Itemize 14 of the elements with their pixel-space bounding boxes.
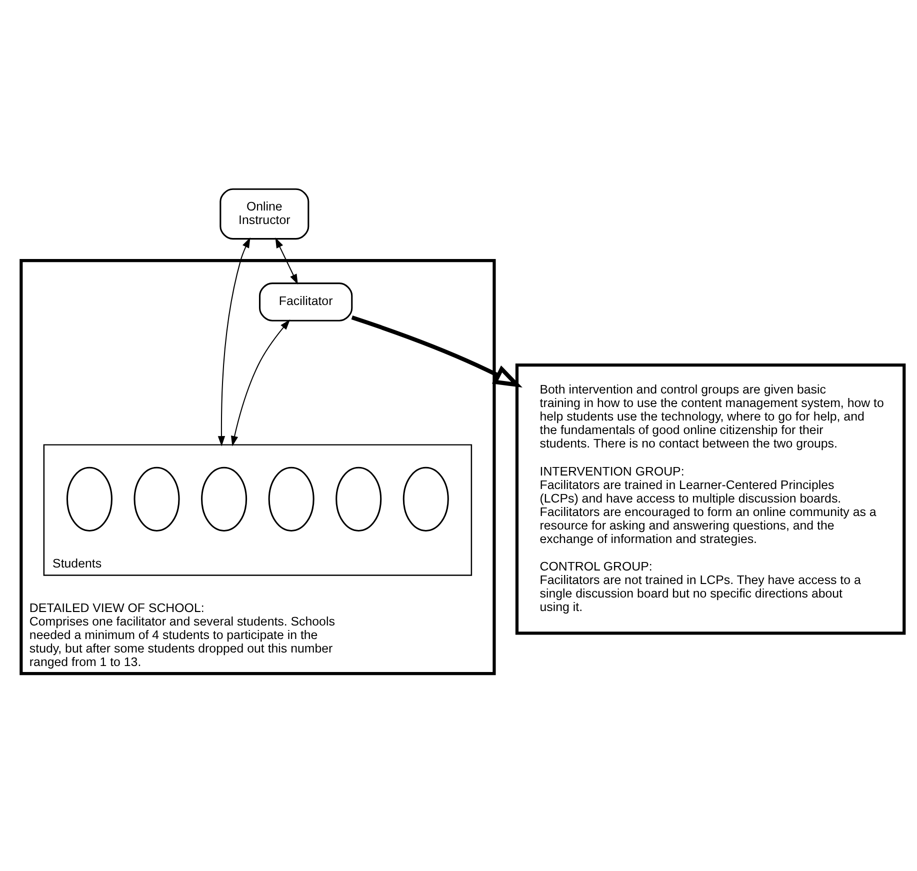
node-box: Facilitator — [258, 282, 353, 322]
node-box: Both intervention and control groups are given basic training in how to use the content management system, how to help students use the technology, where to go for help, and the fundamentals of good online citizenship for their students. There is no contact between the two groups. INTERVENTION GROUP: Facilitators are trained in Learner-Centered Principles (LCPs) and have access to multiple discussion boards. Facilitators are encouraged to form an online community as a resource for asking and answering questions, and the exchange of information and strategies. CONTROL GROUP: Facilitators are not trained in LCPs. They have access to a single discussion board but no specific directions about using it. — [515, 364, 906, 635]
node-ellipse — [66, 466, 113, 532]
arrow — [218, 237, 250, 446]
arrow — [275, 238, 298, 285]
node-ellipse — [201, 466, 248, 532]
node-ellipse — [268, 466, 314, 532]
node-ellipse — [336, 466, 382, 532]
arrow — [230, 320, 290, 446]
node-box: Online Instructor — [220, 188, 310, 240]
arrow — [351, 315, 522, 388]
cluster: Students — [43, 444, 472, 576]
node-ellipse — [402, 466, 449, 532]
node-ellipse — [134, 466, 180, 532]
